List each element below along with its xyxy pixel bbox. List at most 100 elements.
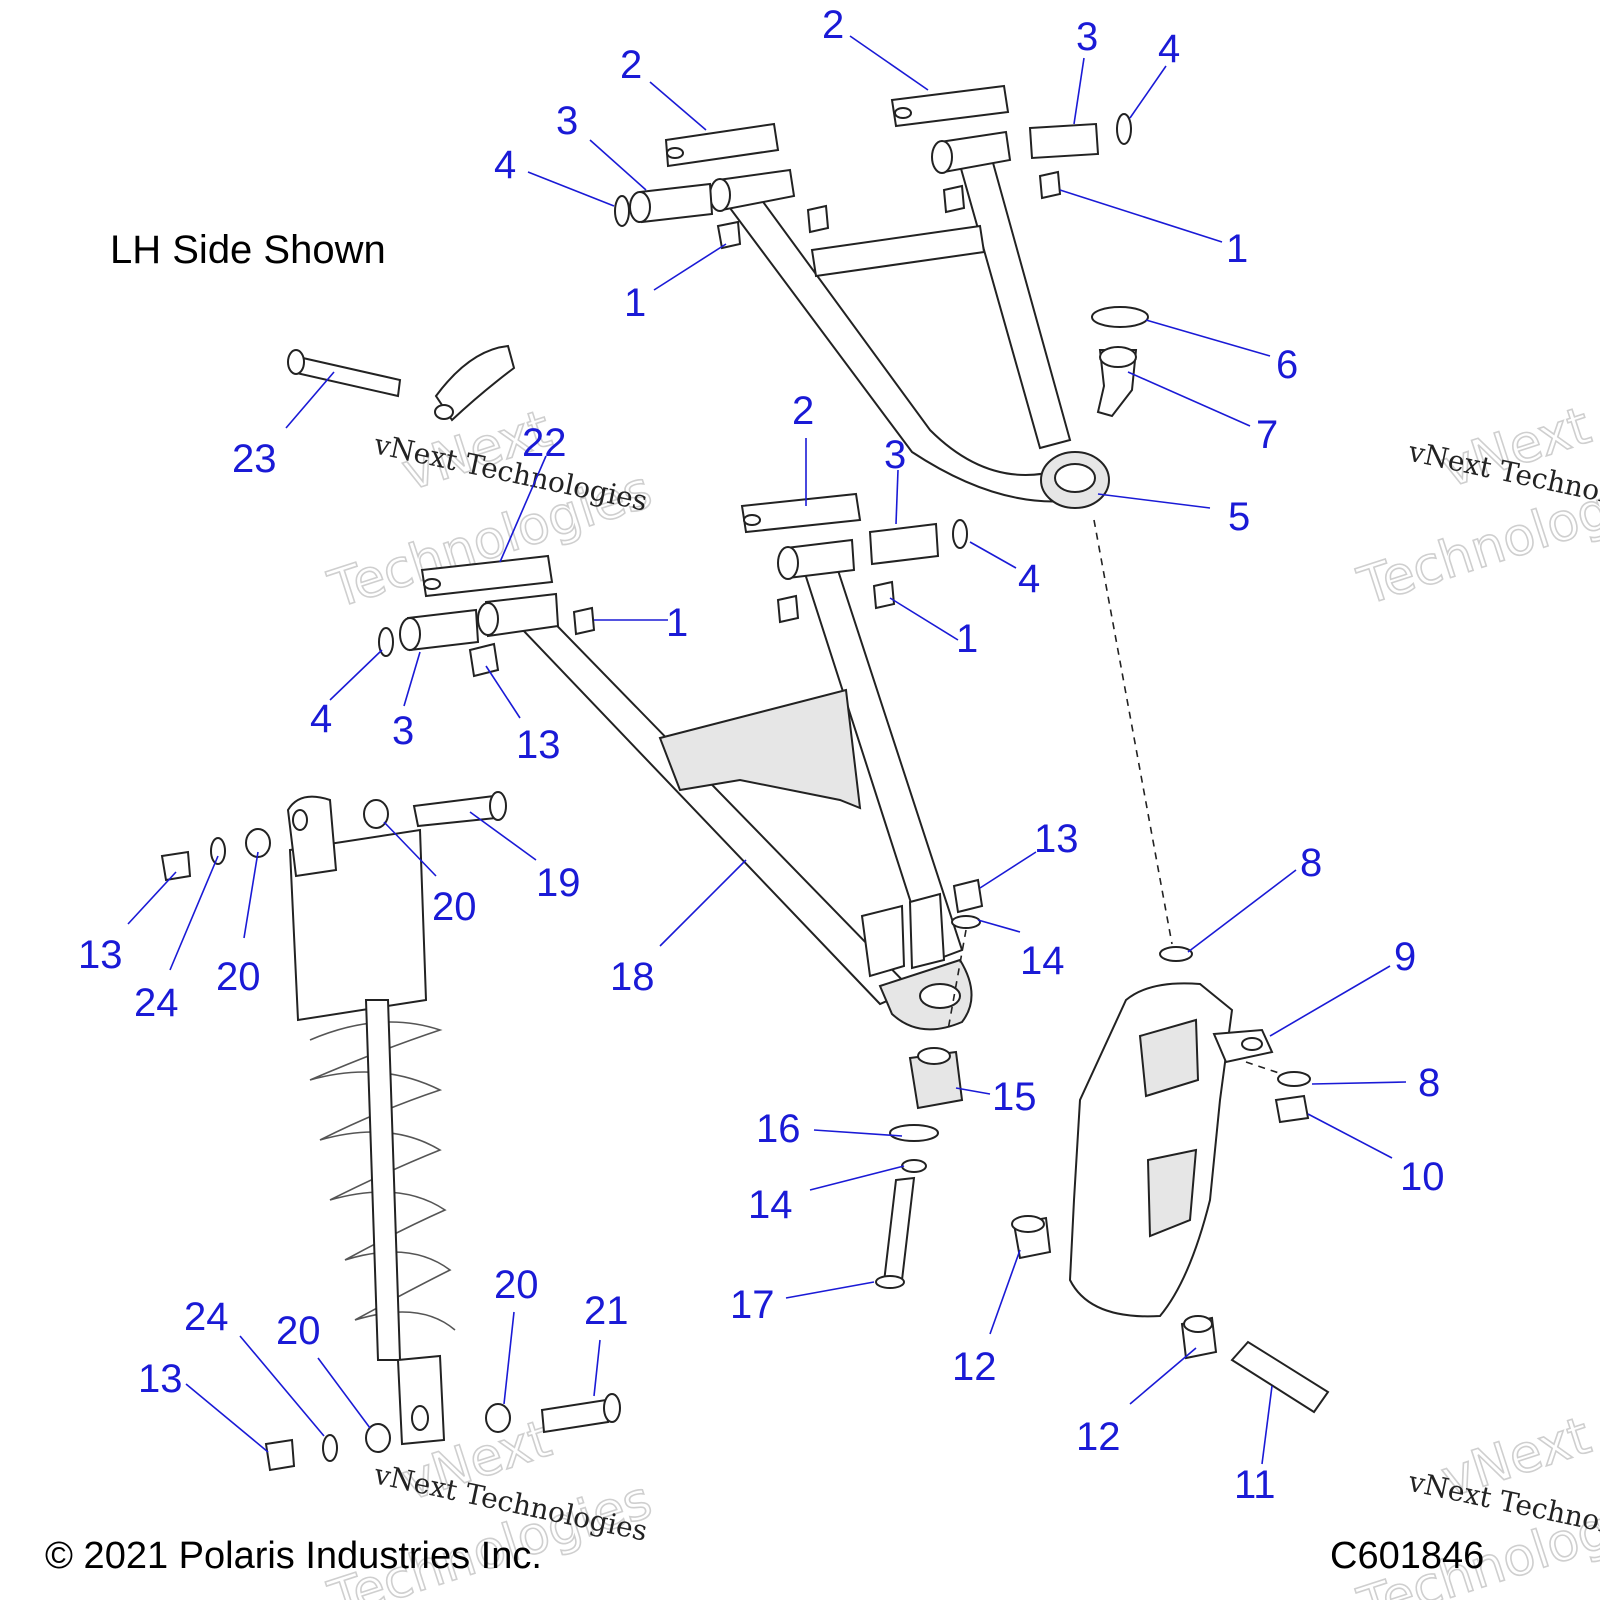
pivot-bore (931, 140, 953, 174)
callout-number: 1 (624, 281, 646, 325)
shock-mount-pin (290, 354, 402, 398)
bushing-sleeve (363, 799, 389, 829)
callout-number: 2 (822, 3, 844, 47)
shaft-eye (423, 578, 441, 590)
grease-fitting (942, 184, 966, 214)
ball-joint-bore (1054, 463, 1096, 493)
leader-line (383, 821, 437, 877)
grease-fitting (806, 204, 830, 234)
leader-line (1145, 319, 1271, 357)
leader-line (329, 649, 383, 701)
grease-fitting (572, 606, 596, 636)
callout-number: 3 (884, 433, 906, 477)
leader-line (1127, 371, 1251, 427)
callout-number: 8 (1418, 1061, 1440, 1105)
shock-eye-bore (411, 1405, 429, 1431)
shock-top-mount (286, 795, 338, 878)
leader-line (1311, 1081, 1407, 1085)
callout-number: 1 (956, 617, 978, 661)
grease-fitting (776, 594, 800, 624)
leader-line (1261, 1385, 1273, 1465)
leader-lines (127, 35, 1407, 1465)
leader-line (889, 597, 959, 641)
knuckle-window (1138, 1018, 1200, 1098)
retaining-ring (889, 1124, 939, 1142)
pivot-bore (777, 546, 799, 580)
leader-line (499, 455, 547, 563)
assembly-line (947, 929, 967, 1031)
leader-line (849, 35, 929, 91)
callout-number: 23 (232, 437, 277, 481)
leader-line (1059, 189, 1223, 243)
shock-spring (309, 1021, 456, 1331)
callout-number: 10 (1400, 1155, 1445, 1199)
shock-mount-bore (292, 809, 308, 831)
leader-line (1187, 869, 1297, 953)
leader-line (185, 1383, 269, 1453)
retaining-ring (1091, 306, 1149, 328)
leader-line (785, 1281, 875, 1299)
callout-number: 8 (1300, 841, 1322, 885)
knuckle-window (1146, 1148, 1198, 1238)
ball-joint-bore (919, 983, 961, 1009)
leader-line (503, 1311, 515, 1405)
pivot-bore (709, 178, 731, 212)
callout-number: 15 (992, 1075, 1037, 1119)
bushing-flange (1183, 1315, 1213, 1333)
leader-line (469, 811, 537, 861)
leader-line (977, 919, 1021, 933)
callout-number: 19 (536, 861, 581, 905)
ball-joint-cap (1099, 346, 1137, 368)
callout-number: 3 (1076, 15, 1098, 59)
shock-shaft (364, 999, 402, 1361)
bushing-sleeve (365, 1423, 391, 1453)
view-side-label: LH Side Shown (110, 228, 386, 272)
leader-line (403, 651, 421, 707)
leader-line (243, 851, 259, 939)
callout-number: 2 (792, 389, 814, 433)
pivot-bore (477, 602, 499, 636)
leader-line (317, 1357, 371, 1429)
callout-number: 11 (1234, 1463, 1276, 1507)
callout-number: 24 (134, 981, 179, 1025)
shock-bolt (540, 1398, 610, 1434)
a-arm-gusset (860, 904, 906, 978)
callout-number: 4 (494, 143, 516, 187)
pivot-bushing (638, 182, 714, 224)
callout-number: 21 (584, 1289, 629, 1333)
callout-number: 7 (1256, 413, 1278, 457)
thrust-washer (614, 195, 630, 227)
shock-bottom-eye (396, 1354, 446, 1446)
callout-number: 13 (1034, 817, 1079, 861)
callout-number: 18 (610, 955, 655, 999)
callout-number: 3 (556, 99, 578, 143)
ball-joint-bolt (882, 1176, 916, 1284)
grease-fitting (716, 220, 742, 250)
grease-fitting (1038, 170, 1062, 200)
leader-line (239, 1335, 325, 1437)
bushing-end (399, 617, 421, 651)
pivot-shaft (890, 84, 1010, 128)
leader-line (1097, 493, 1211, 509)
leader-line (527, 171, 615, 207)
washer (1277, 1071, 1311, 1087)
callout-number: 2 (620, 43, 642, 87)
upper-a-arm-crossbar (810, 224, 986, 278)
leader-line (1129, 65, 1167, 119)
callout-number: 4 (1018, 557, 1040, 601)
callout-number: 3 (392, 709, 414, 753)
callout-number: 4 (310, 697, 332, 741)
clevis-bore (434, 404, 454, 420)
callout-number: 20 (494, 1263, 539, 1307)
shaft-eye (666, 147, 684, 159)
washer (951, 915, 981, 929)
callout-number: 13 (138, 1357, 183, 1401)
washer (210, 837, 226, 865)
callout-number: 20 (432, 885, 477, 929)
leader-line (1307, 1113, 1393, 1159)
callout-number: 17 (730, 1283, 775, 1327)
shock-eye-clevis (434, 344, 516, 422)
thrust-washer (952, 519, 968, 549)
knuckle-pivot-pin (1230, 1340, 1330, 1414)
